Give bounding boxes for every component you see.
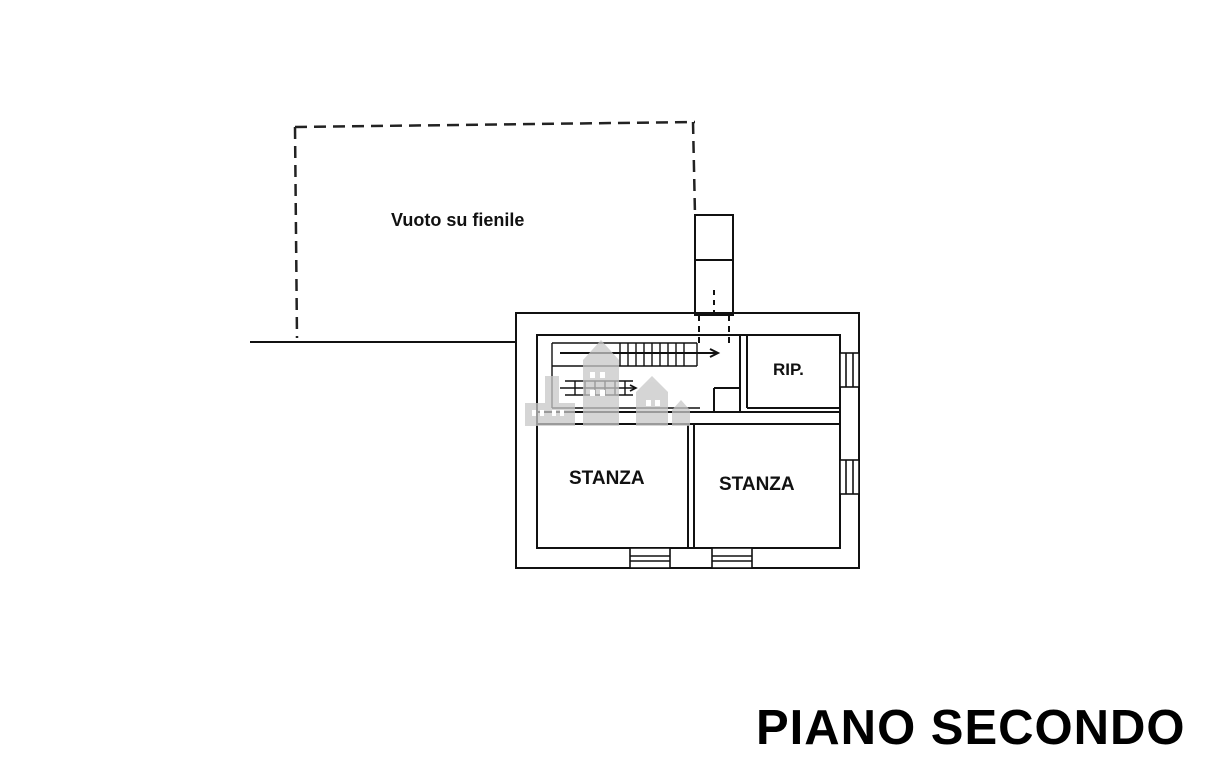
building-watermark-icon xyxy=(525,340,690,426)
void-over-hayloft-label: Vuoto su fienile xyxy=(391,210,525,230)
void-outline xyxy=(293,120,697,339)
floor-title: PIANO SECONDO xyxy=(756,701,1186,755)
room-left-label: STANZA xyxy=(569,468,645,489)
window-bottom-left xyxy=(629,547,671,569)
staircase-icon xyxy=(551,342,721,409)
storage-room-label: RIP. xyxy=(773,360,804,379)
window-right-upper xyxy=(839,352,860,388)
window-bottom-right xyxy=(711,547,753,569)
chimney-shaft xyxy=(694,214,734,345)
watermark-windows xyxy=(532,372,660,416)
room-right-label: STANZA xyxy=(719,474,795,495)
window-right-lower xyxy=(839,459,860,495)
